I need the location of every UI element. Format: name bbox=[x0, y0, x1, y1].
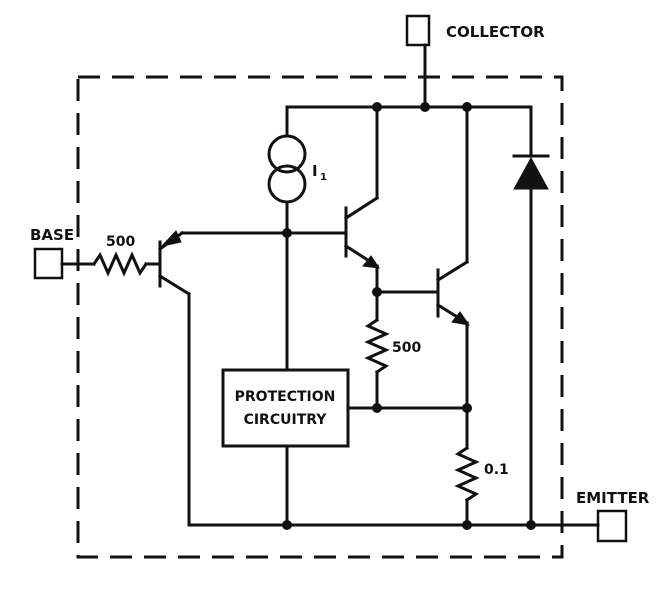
emitter-terminal bbox=[596, 509, 628, 543]
protection-label-line2: CIRCUITRY bbox=[244, 412, 328, 428]
junction-dot bbox=[372, 102, 382, 112]
junction-dot bbox=[462, 520, 472, 530]
collector-label: COLLECTOR bbox=[446, 23, 545, 41]
current-source-circle-1 bbox=[267, 134, 307, 174]
current-source-subscript: 1 bbox=[320, 172, 327, 183]
sense-resistor-label: 0.1 bbox=[484, 462, 509, 478]
output-emitter-arrow bbox=[451, 311, 471, 326]
protection-box bbox=[221, 368, 350, 448]
emitter-label: EMITTER bbox=[576, 489, 650, 507]
base-resistor-label: 500 bbox=[106, 234, 135, 250]
junction-dot bbox=[526, 520, 536, 530]
output-collector bbox=[435, 259, 470, 283]
mid-resistor bbox=[364, 317, 390, 375]
protection-label-line1: PROTECTION bbox=[235, 389, 336, 405]
junction-dot bbox=[420, 102, 430, 112]
junction-dot bbox=[282, 520, 292, 530]
base-resistor bbox=[91, 251, 149, 277]
junction-dot bbox=[372, 403, 382, 413]
sense-resistor bbox=[454, 445, 480, 503]
junction-dot bbox=[462, 403, 472, 413]
driver-emitter-arrow bbox=[362, 255, 381, 269]
mid-resistor-label: 500 bbox=[392, 340, 421, 356]
junction-dot bbox=[372, 287, 382, 297]
collector-terminal bbox=[405, 14, 431, 47]
package-boundary bbox=[76, 75, 564, 559]
base-terminal bbox=[33, 247, 64, 280]
base-label: BASE bbox=[30, 226, 74, 244]
input-transistor-collector bbox=[157, 273, 192, 297]
current-source-label: I bbox=[312, 162, 318, 180]
input-transistor-arrow bbox=[160, 230, 182, 247]
driver-collector bbox=[343, 195, 380, 221]
junction-dot bbox=[462, 102, 472, 112]
diode-symbol bbox=[513, 156, 549, 190]
junction-dot bbox=[282, 228, 292, 238]
